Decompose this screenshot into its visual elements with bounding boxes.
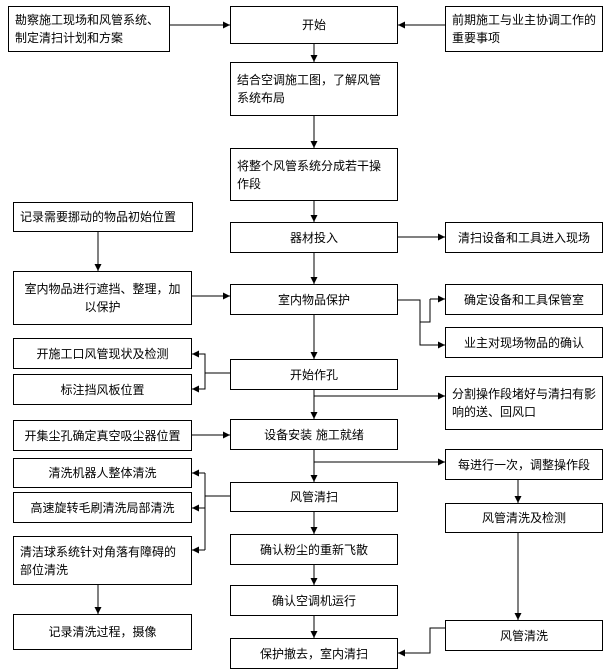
node-seal: 分割操作段堵好与清扫有影响的送、回风口 <box>445 376 603 430</box>
node-ac-run: 确认空调机运行 <box>230 585 398 616</box>
node-clean-equip: 清扫设备和工具进入现场 <box>445 222 603 253</box>
node-record-pos: 记录需要挪动的物品初始位置 <box>13 202 193 232</box>
connector-sweep-left <box>204 473 230 550</box>
node-damper: 标注挡风板位置 <box>13 374 192 405</box>
node-finish: 保护撤去，室内清扫 <box>230 638 398 669</box>
node-robot: 清洗机器人整体清洗 <box>13 458 192 488</box>
node-record-clean: 记录清洗过程，摄像 <box>13 614 192 650</box>
node-install: 设备安装 施工就绪 <box>230 419 398 450</box>
node-wash-inspect: 风管清洗及检测 <box>445 503 603 533</box>
node-prior: 前期施工与业主协调工作的重要事项 <box>445 6 603 52</box>
node-dust: 确认粉尘的重新飞散 <box>230 534 398 565</box>
node-ball: 清洁球系统针对角落有障碍的部位清洗 <box>13 536 192 585</box>
node-brush: 高速旋转毛刷清洗局部清洗 <box>13 492 192 523</box>
node-start: 开始 <box>230 6 398 44</box>
connector-drill-left <box>192 353 230 390</box>
connector-protect-right <box>398 299 431 346</box>
node-storage: 确定设备和工具保管室 <box>445 284 603 315</box>
node-cover: 室内物品进行遮挡、整理，加以保护 <box>13 271 192 325</box>
node-plan: 结合空调施工图，了解风管系统布局 <box>230 62 398 116</box>
node-survey: 勘察施工现场和风管系统、制定清扫计划和方案 <box>8 6 170 52</box>
node-open-inspect: 开施工口风管现状及检测 <box>13 338 192 369</box>
node-duct-clean: 风管清洗 <box>445 620 603 651</box>
connector-duct-finish <box>398 627 445 657</box>
node-sweep: 风管清扫 <box>230 482 398 512</box>
node-protect: 室内物品保护 <box>230 284 398 315</box>
node-adjust: 每进行一次，调整操作段 <box>445 449 603 480</box>
node-owner-confirm: 业主对现场物品的确认 <box>445 327 603 358</box>
node-drill: 开始作孔 <box>230 359 398 390</box>
node-vacuum-pos: 开集尘孔确定真空吸尘器位置 <box>13 420 192 451</box>
node-split: 将整个风管系统分成若干操作段 <box>230 148 398 201</box>
node-equip-in: 器材投入 <box>230 222 398 253</box>
